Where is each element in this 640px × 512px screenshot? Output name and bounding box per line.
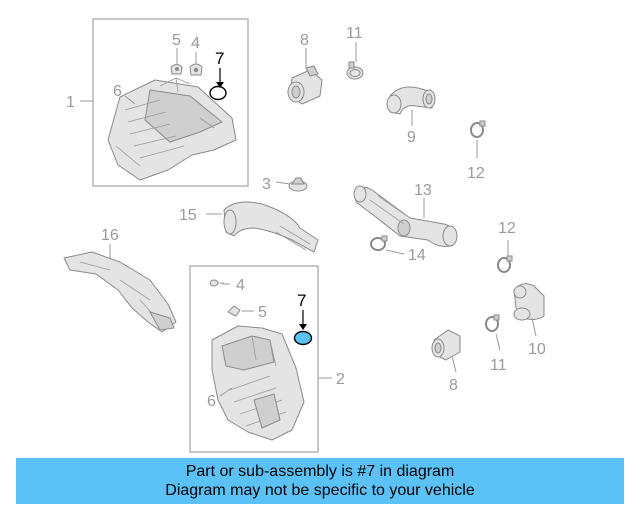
intake-elbow-10 — [513, 283, 545, 321]
banner-line-1: Part or sub-assembly is #7 in diagram — [185, 463, 455, 480]
callout-6-upper: 6 — [113, 83, 122, 100]
callout-7-lower: 7 — [297, 291, 306, 310]
callout-4-lower: 4 — [236, 277, 245, 294]
banner-line-2: Diagram may not be specific to your vehi… — [165, 482, 475, 499]
air-cleaner-housing-lower — [211, 325, 305, 441]
air-cleaner-housing-upper — [107, 77, 237, 181]
clip-5-upper — [170, 64, 183, 75]
callout-12-upper: 12 — [467, 165, 485, 182]
callout-10: 10 — [528, 341, 546, 358]
seal-ring-7-highlighted — [293, 330, 313, 346]
callout-15: 15 — [179, 207, 197, 224]
mass-air-flow-sensor-upper — [287, 65, 323, 105]
hose-clamp-12-upper — [470, 120, 486, 138]
callout-2: 2 — [336, 371, 345, 388]
callout-3: 3 — [262, 176, 271, 193]
callout-8-upper: 8 — [300, 32, 309, 49]
intake-elbow-9 — [386, 86, 436, 115]
assembly-2-frame — [189, 265, 319, 453]
callout-16: 16 — [101, 227, 119, 244]
callout-11-upper: 11 — [346, 25, 363, 42]
air-duct-15 — [223, 201, 319, 253]
grommet-4-lower — [209, 279, 224, 287]
callout-7-upper: 7 — [215, 49, 224, 68]
callout-4-upper: 4 — [191, 35, 200, 52]
mass-air-flow-sensor-lower — [431, 329, 461, 361]
assembly-1-frame — [92, 18, 249, 187]
grommet-4-upper — [189, 63, 203, 76]
callout-8-lower: 8 — [449, 377, 458, 394]
callout-1: 1 — [66, 94, 75, 111]
callout-5-upper: 5 — [172, 32, 181, 49]
clip-5-lower — [227, 305, 241, 317]
hose-clamp-11-lower — [485, 314, 500, 332]
hose-clamp-12-lower — [497, 255, 513, 273]
resonator-16 — [63, 251, 177, 333]
callout-11-lower: 11 — [490, 357, 507, 374]
callout-9: 9 — [407, 129, 416, 146]
seal-ring-7-upper — [209, 85, 227, 101]
callout-14: 14 — [408, 247, 426, 264]
bushing-3 — [288, 177, 308, 192]
callout-6-lower: 6 — [207, 393, 216, 410]
hose-clamp-11-upper — [346, 61, 364, 80]
callout-13: 13 — [414, 182, 432, 199]
intake-pipe-13 — [353, 185, 458, 247]
leader-lines — [80, 42, 537, 397]
callout-5-lower: 5 — [258, 304, 267, 321]
info-banner: Part or sub-assembly is #7 in diagram Di… — [16, 458, 624, 504]
callout-12-lower: 12 — [498, 220, 516, 237]
hose-clamp-14 — [370, 235, 388, 251]
